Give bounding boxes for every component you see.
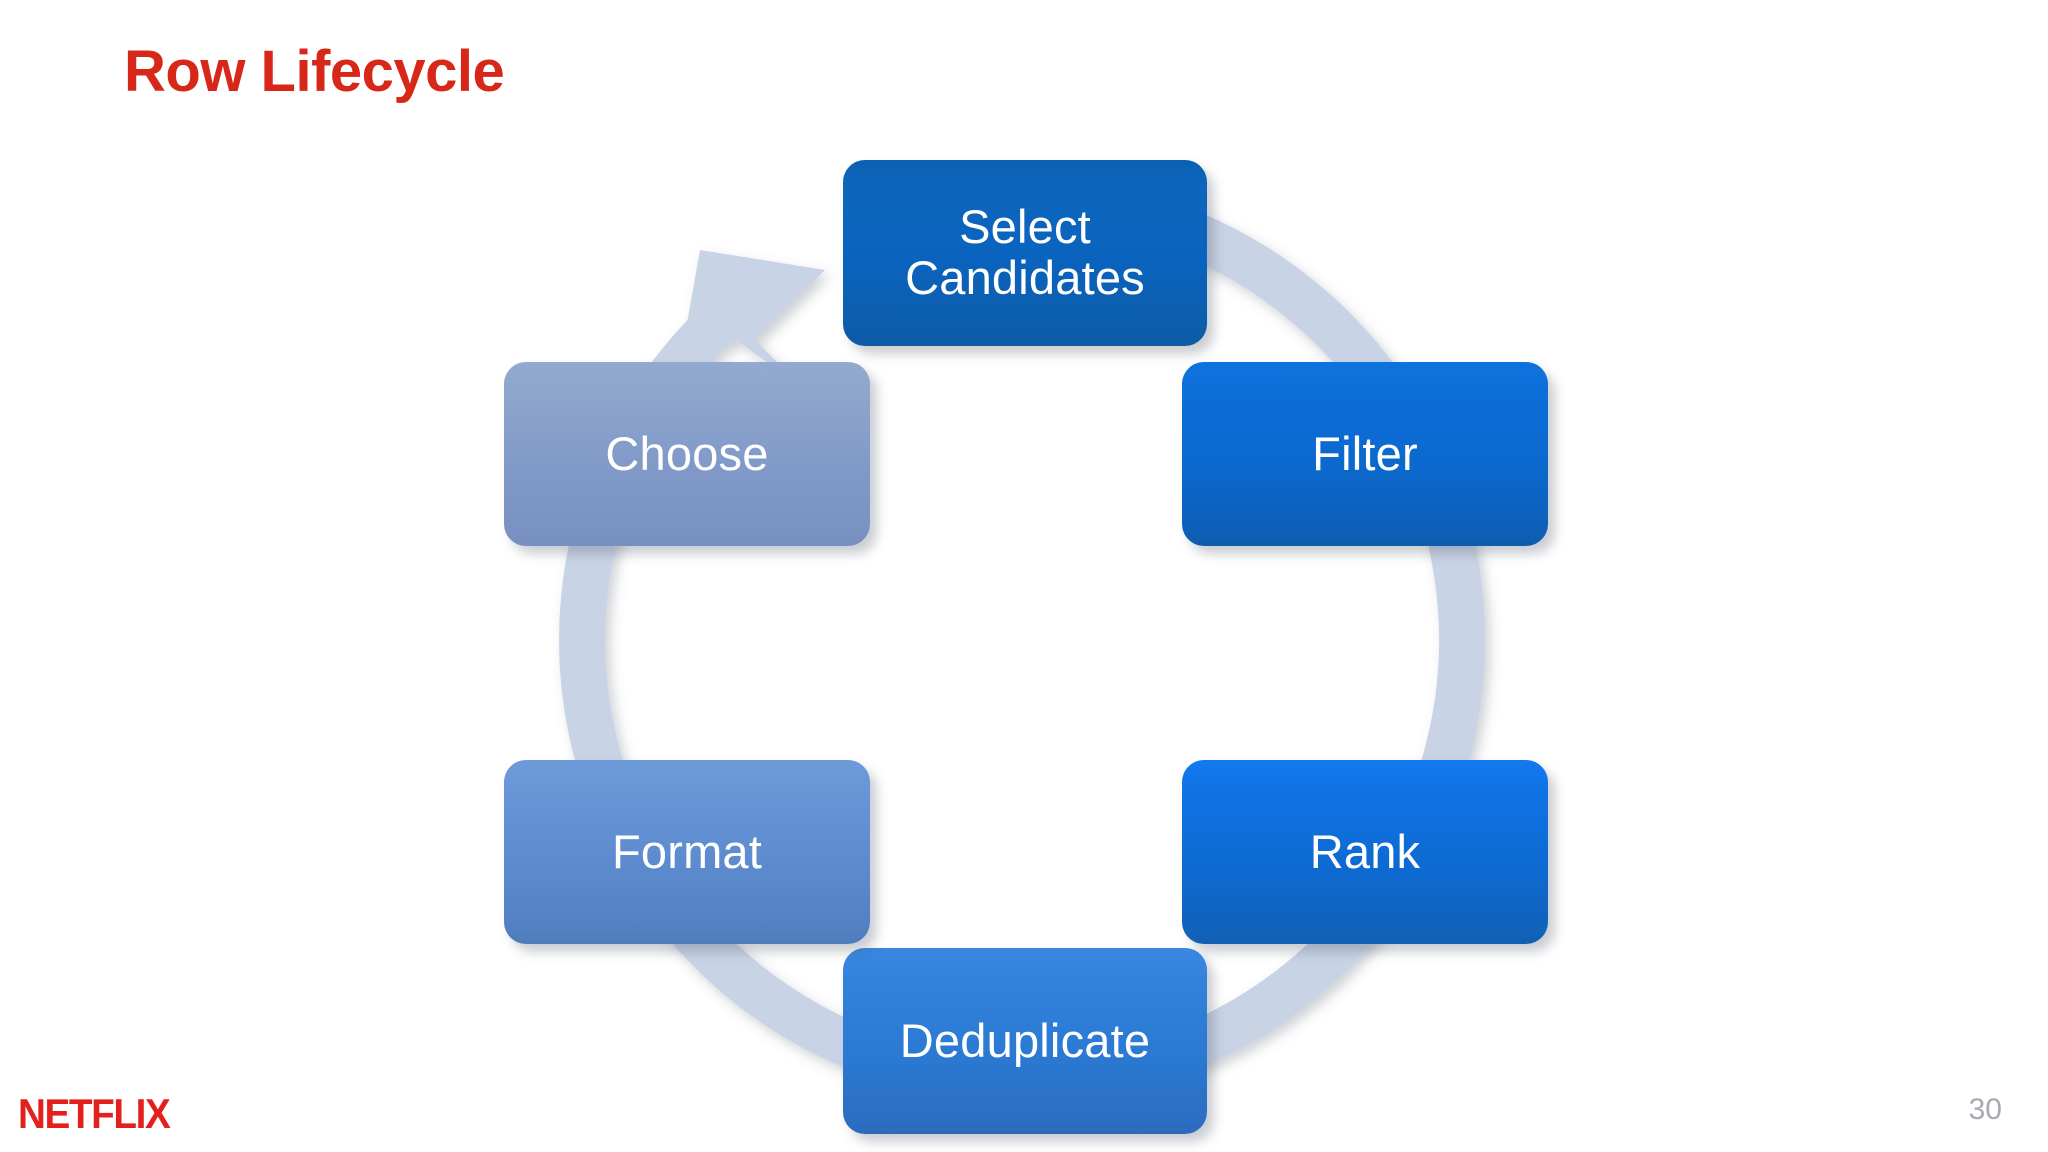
cycle-node-rank[interactable]: Rank: [1182, 760, 1548, 944]
cycle-node-deduplicate[interactable]: Deduplicate: [843, 948, 1207, 1134]
cycle-node-label: Select Candidates: [905, 200, 1145, 304]
page-number: 30: [1968, 1093, 2002, 1126]
cycle-node-label: Format: [611, 824, 763, 878]
cycle-node-label: Rank: [1309, 824, 1421, 878]
cycle-node-label: Deduplicate: [899, 1013, 1151, 1067]
cycle-node-choose[interactable]: Choose: [504, 362, 870, 546]
cycle-node-label: Choose: [605, 426, 769, 480]
cycle-node-select-candidates[interactable]: Select Candidates: [843, 160, 1207, 346]
page-title: Row Lifecycle: [124, 39, 505, 104]
cycle-node-filter[interactable]: Filter: [1182, 362, 1548, 546]
netflix-logo: NETFLIX: [18, 1090, 171, 1137]
cycle-node-format[interactable]: Format: [504, 760, 870, 944]
cycle-node-label: Filter: [1312, 426, 1418, 480]
